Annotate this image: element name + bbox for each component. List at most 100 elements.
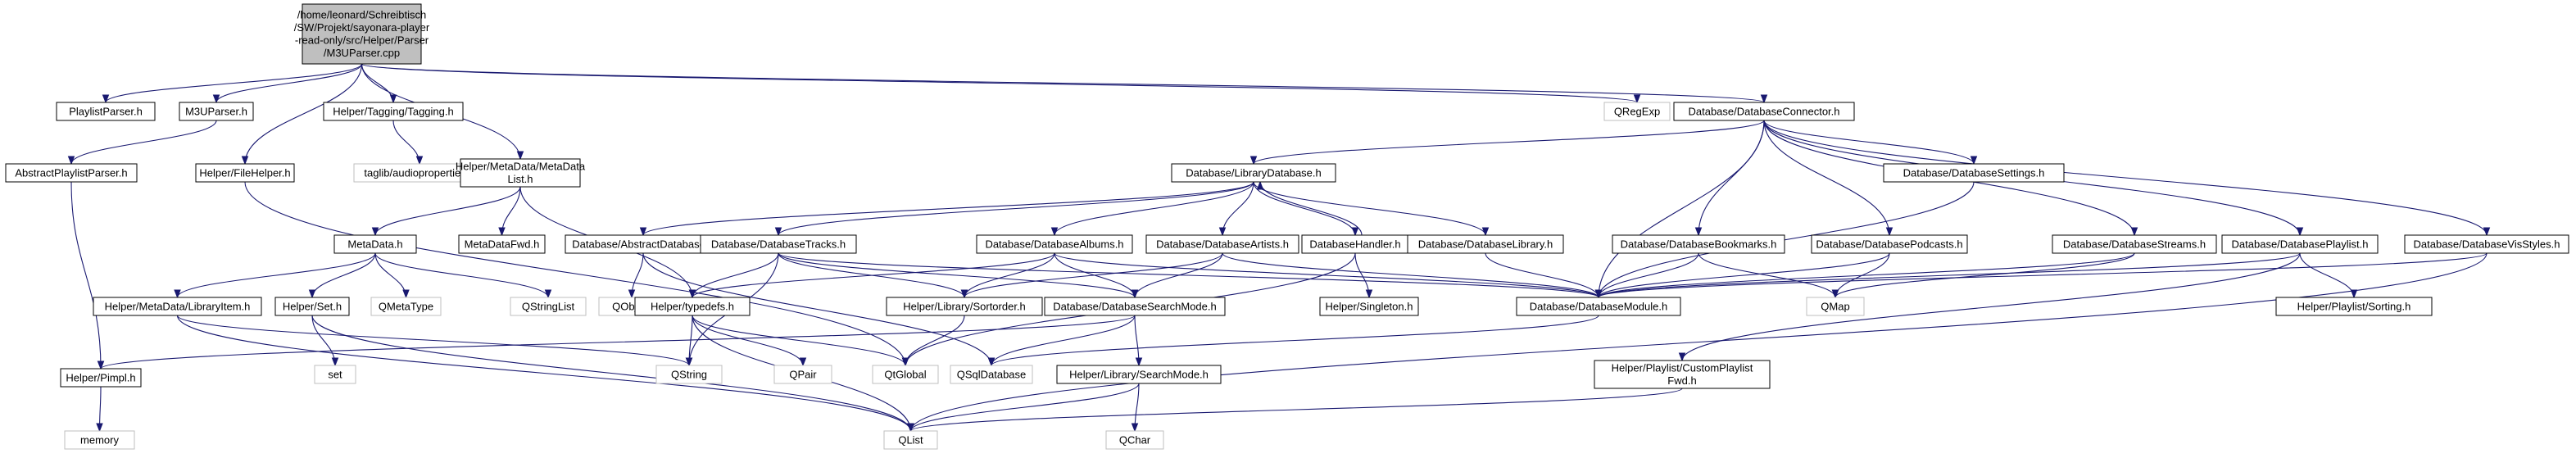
node-sorting-box	[2275, 297, 2433, 316]
node-qstring-label-0: QString	[671, 368, 707, 380]
edge-abstractplaylistparser-to-pimpl	[70, 181, 105, 370]
node-abstractplaylistparser[interactable]: AbstractPlaylistParser.h	[5, 163, 138, 183]
node-dbvisstyles[interactable]: Database/DatabaseVisStyles.h	[2404, 234, 2569, 254]
node-qsqldatabase-box	[950, 365, 1033, 384]
node-singleton[interactable]: Helper/Singleton.h	[1319, 297, 1419, 316]
edge-root-to-dbconnector	[361, 63, 1768, 104]
edge-dbconnector-to-dbpodcasts	[1763, 120, 1893, 237]
node-dbartists[interactable]: Database/DatabaseArtists.h	[1145, 234, 1299, 254]
node-typedefs-box	[634, 297, 751, 316]
node-pimpl[interactable]: Helper/Pimpl.h	[60, 368, 142, 388]
node-typedefs-label-0: Helper/typedefs.h	[651, 300, 734, 312]
edge-searchmode-to-libsearchmode	[1134, 315, 1143, 367]
node-abstractplaylistparser-label-0: AbstractPlaylistParser.h	[15, 166, 127, 179]
edge-typedefs-to-qpair	[692, 315, 807, 367]
node-memory[interactable]: memory	[64, 430, 135, 450]
node-qmap[interactable]: QMap	[1806, 297, 1865, 316]
node-dbalbums[interactable]: Database/DatabaseAlbums.h	[976, 234, 1133, 254]
node-dbartists-label-0: Database/DatabaseArtists.h	[1156, 238, 1289, 250]
node-dbsettings[interactable]: Database/DatabaseSettings.h	[1883, 163, 2065, 183]
node-searchmode[interactable]: Database/DatabaseSearchMode.h	[1044, 297, 1226, 316]
node-dbconnector[interactable]: Database/DatabaseConnector.h	[1673, 102, 1855, 121]
node-dbstreams-label-0: Database/DatabaseStreams.h	[2063, 238, 2206, 250]
node-tagging-box	[323, 102, 464, 121]
node-playlistparser[interactable]: PlaylistParser.h	[56, 102, 156, 121]
node-dbhandler[interactable]: DatabaseHandler.h	[1301, 234, 1409, 254]
node-qpair-label-0: QPair	[789, 368, 817, 380]
node-typedefs[interactable]: Helper/typedefs.h	[634, 297, 751, 316]
node-libsearchmode[interactable]: Helper/Library/SearchMode.h	[1056, 365, 1222, 384]
node-abstractdatabase[interactable]: Database/AbstractDatabase.h	[565, 234, 722, 254]
node-dbsettings-label-0: Database/DatabaseSettings.h	[1903, 166, 2045, 179]
edge-dbhandler-to-singleton	[1354, 252, 1373, 299]
node-root-label-3: /M3UParser.cpp	[324, 47, 400, 59]
edge-dbartists-to-searchmode	[1131, 252, 1223, 299]
node-dbpodcasts-box	[1811, 234, 1968, 254]
edge-dbconnector-to-librarydatabase	[1249, 120, 1765, 166]
node-dblibrary[interactable]: Database/DatabaseLibrary.h	[1407, 234, 1564, 254]
node-sorting[interactable]: Helper/Playlist/Sorting.h	[2275, 297, 2433, 316]
edge-libsearchmode-to-qchar	[1131, 383, 1140, 433]
node-libraryitem[interactable]: Helper/MetaData/LibraryItem.h	[93, 297, 262, 316]
node-metadata[interactable]: MetaData.h	[333, 234, 417, 254]
node-metadatafwd[interactable]: MetaDataFwd.h	[458, 234, 546, 254]
node-qregexp[interactable]: QRegExp	[1603, 102, 1671, 121]
node-qsqldatabase[interactable]: QSqlDatabase	[950, 365, 1033, 384]
node-dbstreams[interactable]: Database/DatabaseStreams.h	[2052, 234, 2217, 254]
node-m3uparser[interactable]: M3UParser.h	[179, 102, 254, 121]
edge-metadata-to-set_h	[308, 252, 376, 299]
edge-libraryitem-to-qstring	[176, 315, 693, 367]
node-qmetatype[interactable]: QMetaType	[370, 297, 442, 316]
node-set_h[interactable]: Helper/Set.h	[274, 297, 350, 316]
node-dbtracks-box	[700, 234, 857, 254]
node-set[interactable]: set	[314, 365, 356, 384]
node-metadatalist-label-0: Helper/MetaData/MetaData	[456, 161, 586, 173]
node-dbbookmarks-label-0: Database/DatabaseBookmarks.h	[1621, 238, 1777, 250]
node-qlist-box	[883, 430, 938, 450]
node-dbpodcasts[interactable]: Database/DatabasePodcasts.h	[1811, 234, 1968, 254]
node-dbtracks[interactable]: Database/DatabaseTracks.h	[700, 234, 857, 254]
node-qstringlist[interactable]: QStringList	[510, 297, 587, 316]
node-abstractdatabase-label-0: Database/AbstractDatabase.h	[572, 238, 714, 250]
node-tagging[interactable]: Helper/Tagging/Tagging.h	[323, 102, 464, 121]
node-qlist[interactable]: QList	[883, 430, 938, 450]
node-filehelper[interactable]: Helper/FileHelper.h	[195, 163, 295, 183]
edge-dbconnector-to-dbsettings	[1763, 120, 1978, 166]
node-qstring[interactable]: QString	[655, 365, 723, 384]
edge-dbhandler-to-librarydatabase	[1256, 180, 1363, 236]
edge-metadata-to-qmetatype	[374, 252, 410, 299]
node-singleton-label-0: Helper/Singleton.h	[1326, 300, 1413, 312]
node-dbbookmarks[interactable]: Database/DatabaseBookmarks.h	[1612, 234, 1785, 254]
node-qchar-box	[1105, 430, 1164, 450]
node-dbplaylist-box	[2221, 234, 2379, 254]
node-searchmode-box	[1044, 297, 1226, 316]
node-singleton-box	[1319, 297, 1419, 316]
node-dbplaylist-label-0: Database/DatabasePlaylist.h	[2232, 238, 2369, 250]
node-qmetatype-label-0: QMetaType	[379, 300, 433, 312]
node-libraryitem-box	[93, 297, 262, 316]
edge-librarydatabase-to-dbalbums	[1050, 181, 1254, 237]
node-searchmode-label-0: Database/DatabaseSearchMode.h	[1053, 300, 1216, 312]
node-sortorder[interactable]: Helper/Library/Sortorder.h	[886, 297, 1043, 316]
node-metadatafwd-label-0: MetaDataFwd.h	[465, 238, 540, 250]
node-dbmodule[interactable]: Database/DatabaseModule.h	[1516, 297, 1681, 316]
node-tagging-label-0: Helper/Tagging/Tagging.h	[333, 105, 453, 117]
node-qpair[interactable]: QPair	[773, 365, 832, 384]
node-metadatalist-label-1: List.h	[507, 173, 533, 185]
node-root[interactable]: /home/leonard/Schreibtisch/SW/Projekt/sa…	[294, 3, 430, 65]
node-qglobal-label-0: QtGlobal	[884, 368, 926, 380]
node-qchar[interactable]: QChar	[1105, 430, 1164, 450]
edge-dbconnector-to-dbvisstyles	[1763, 120, 2491, 237]
node-root-label-0: /home/leonard/Schreibtisch	[297, 9, 427, 21]
node-qglobal[interactable]: QtGlobal	[872, 365, 939, 384]
node-m3uparser-box	[179, 102, 254, 121]
edge-dbplaylist-to-dbmodule	[1594, 252, 2301, 299]
edge-root-to-m3uparser	[212, 63, 363, 104]
node-audioproperties[interactable]: taglib/audioproperties.h	[353, 163, 486, 183]
node-memory-box	[64, 430, 135, 450]
node-dbplaylist[interactable]: Database/DatabasePlaylist.h	[2221, 234, 2379, 254]
node-librarydatabase[interactable]: Database/LibraryDatabase.h	[1171, 163, 1336, 183]
node-dbalbums-label-0: Database/DatabaseAlbums.h	[985, 238, 1123, 250]
